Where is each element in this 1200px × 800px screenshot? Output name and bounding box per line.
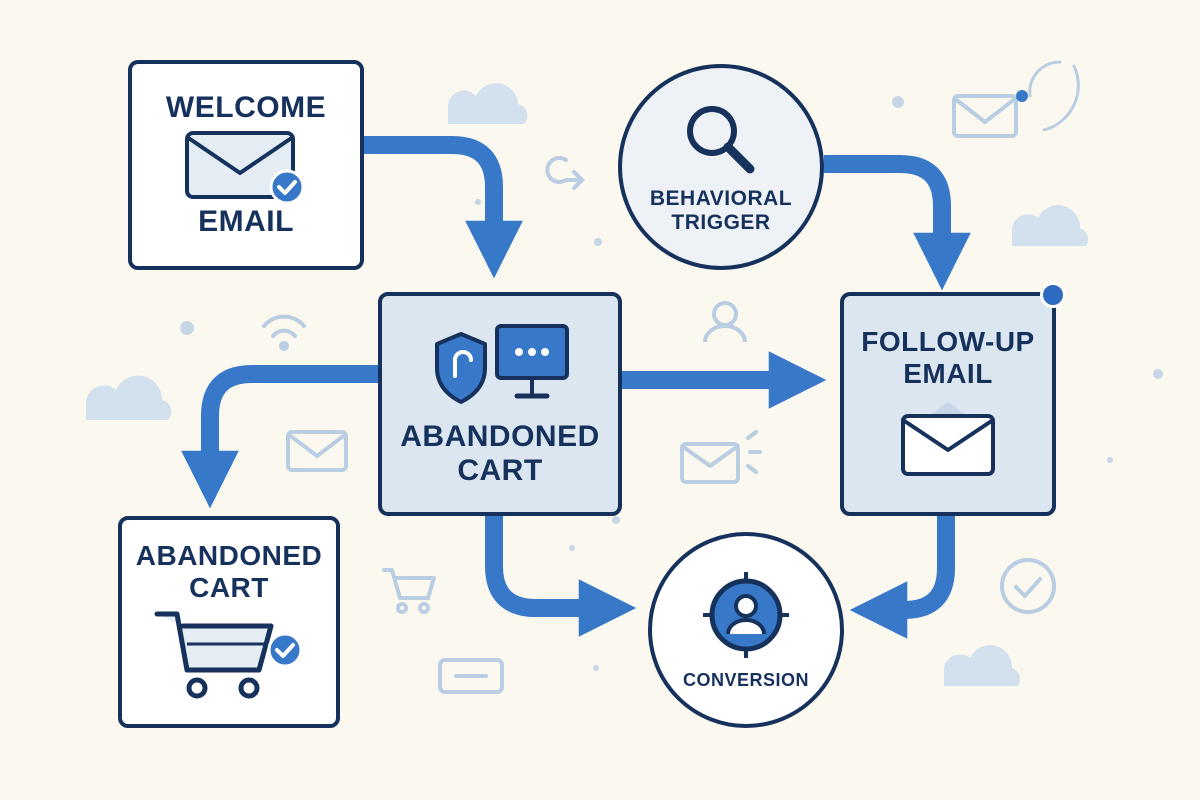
check-circle-icon [1000,558,1056,614]
envelope-icon [286,430,348,472]
wifi-icon [262,314,306,351]
envelope-icon [952,94,1018,138]
behavioral-trigger-title: BEHAVIORAL [649,186,793,210]
user-target-icon [703,571,789,658]
magnifier-icon [687,105,755,174]
envelope-icon [901,402,995,477]
follow-up-email-node[interactable]: FOLLOW-UP EMAIL [840,282,1066,516]
check-badge-icon [269,169,305,205]
check-badge-icon [267,632,303,668]
cart-recovery-icons [435,323,569,404]
user-icon [703,301,747,343]
arrow-abandoned-to-left-cart [181,365,378,509]
behavioral-trigger-node[interactable]: BEHAVIORAL TRIGGER [618,64,824,270]
arrow-behavioral-to-followup [824,155,971,291]
follow-up-email-title: FOLLOW-UP [861,325,1035,357]
follow-up-email-subtitle: EMAIL [903,358,993,389]
abandoned-cart-left-title: ABANDONED [135,539,323,571]
cloud-icon [86,375,172,420]
abandoned-cart-left-node[interactable]: ABANDONED CART [118,516,340,728]
welcome-email-subtitle: EMAIL [198,205,294,238]
shopping-cart-icon [154,611,303,699]
abandoned-cart-center-node[interactable]: ABANDONED CART [378,292,622,516]
envelope-icon [680,430,762,484]
wave-icon [1028,60,1080,132]
welcome-email-title: WELCOME [165,90,327,124]
dot-icon [180,96,1163,671]
envelope-icon [185,131,305,205]
arrow-abandoned-to-conversion [485,516,637,637]
cloud-icon [448,83,528,124]
arrow-followup-to-conversion [849,516,955,639]
abandoned-cart-center-subtitle: CART [457,454,543,487]
conversion-node[interactable]: CONVERSION [648,532,844,728]
cloud-icon [1012,205,1089,246]
dot-icon [1016,90,1028,102]
shield-icon [435,331,487,404]
card-icon [438,658,504,694]
notification-dot [1040,282,1066,308]
cart-icon [382,568,436,614]
abandoned-cart-left-subtitle: CART [189,572,269,603]
behavioral-trigger-subtitle: TRIGGER [671,211,771,234]
cloud-icon [944,645,1021,686]
arrow-welcome-to-abandoned-cart [364,136,523,279]
refresh-icon [545,156,585,190]
welcome-email-node[interactable]: WELCOME EMAIL [128,60,364,270]
monitor-chat-icon [495,323,569,398]
abandoned-cart-center-title: ABANDONED [400,419,600,453]
conversion-title: CONVERSION [682,669,810,690]
